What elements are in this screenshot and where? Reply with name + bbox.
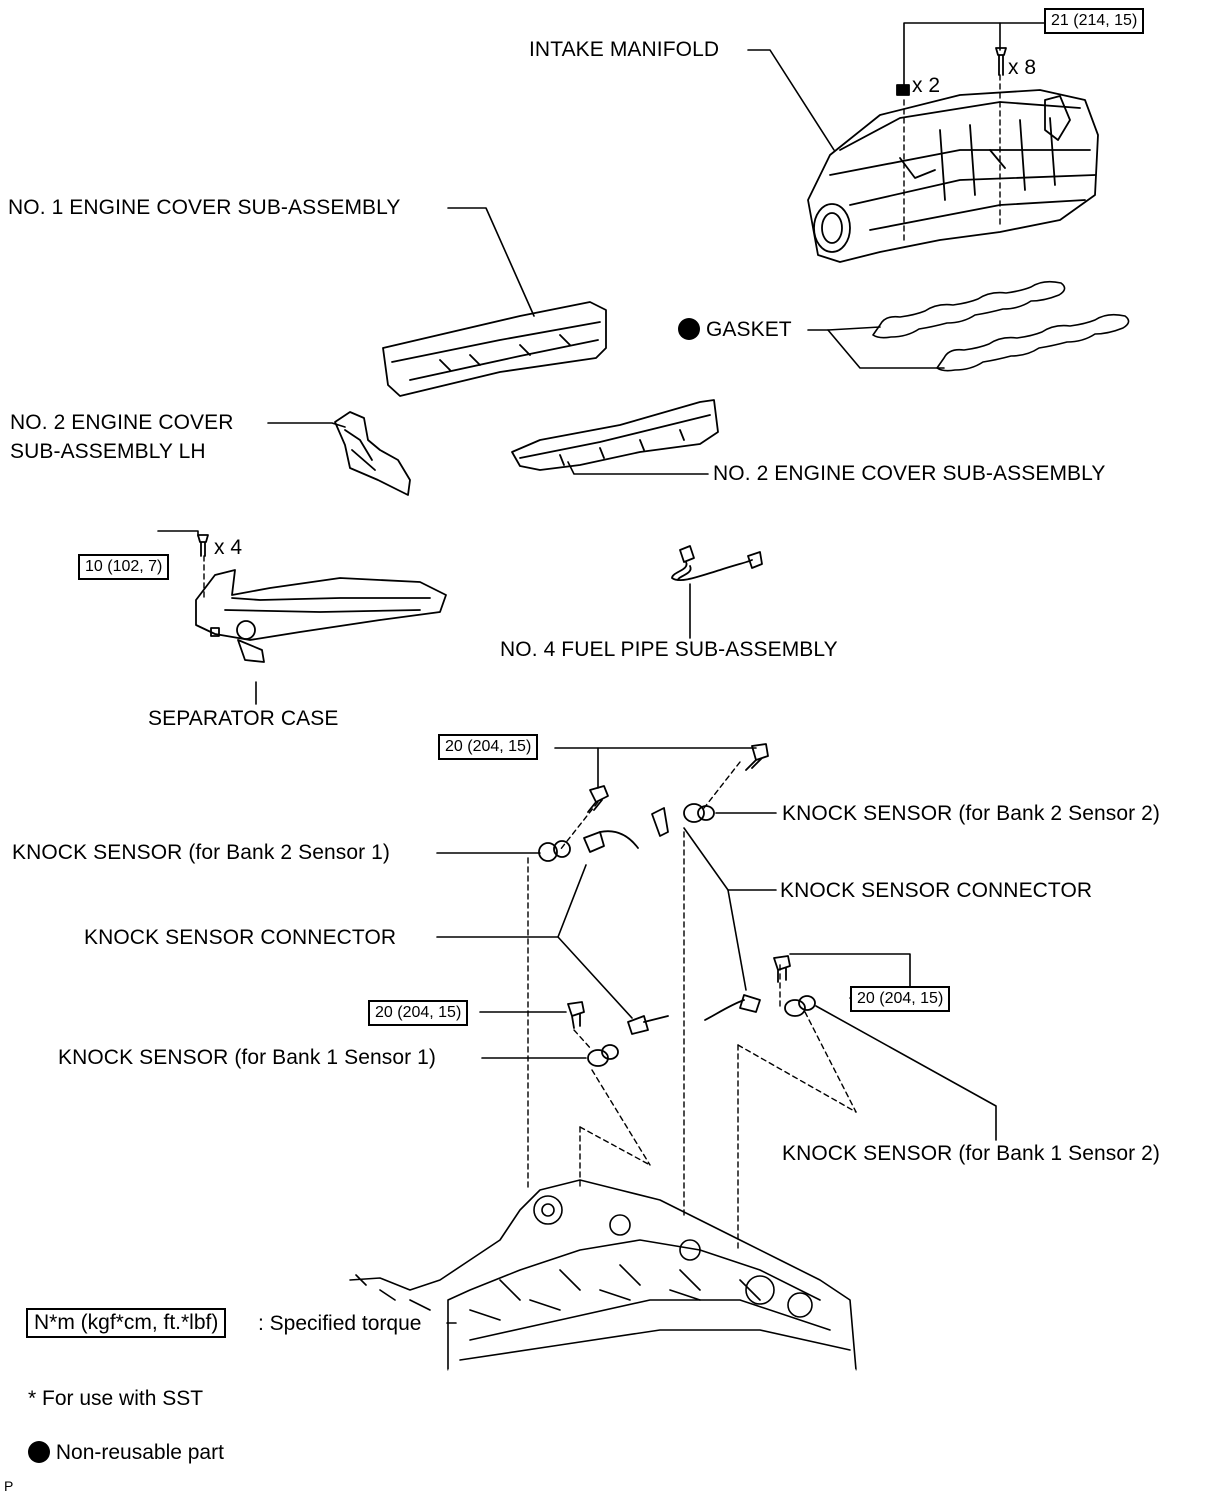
nut-quantity: x 2 — [912, 74, 941, 97]
separator-case-drawing — [195, 534, 447, 663]
label-gasket: GASKET — [678, 318, 792, 342]
bolt-quantity-manifold: x 8 — [1008, 56, 1037, 79]
no2-engine-cover-lh-drawing — [334, 411, 411, 496]
corner-mark: P — [4, 1478, 14, 1494]
no1-engine-cover-drawing — [382, 301, 607, 397]
leader-lines — [157, 22, 1045, 1324]
no4-fuel-pipe-drawing — [671, 545, 763, 582]
label-no2-engine-cover: NO. 2 ENGINE COVER SUB-ASSEMBLY — [713, 462, 1106, 485]
label-gasket-text: GASKET — [705, 318, 792, 341]
bolt-quantity-separator: x 4 — [214, 536, 243, 559]
label-knock-bank1-s2: KNOCK SENSOR (for Bank 1 Sensor 2) — [782, 1142, 1161, 1165]
torque-knock-bank1-s2: 20 (204, 15) — [850, 986, 951, 1012]
label-knock-connector-left: KNOCK SENSOR CONNECTOR — [84, 926, 397, 949]
gasket-drawing — [872, 280, 1130, 372]
label-knock-bank2-s2: KNOCK SENSOR (for Bank 2 Sensor 2) — [782, 802, 1161, 825]
non-reusable-dot-icon — [678, 318, 700, 340]
label-no2-engine-cover-lh-line1: NO. 2 ENGINE COVER — [10, 411, 234, 434]
torque-knock-bank1-s1: 20 (204, 15) — [368, 1000, 469, 1026]
label-knock-bank2-s1: KNOCK SENSOR (for Bank 2 Sensor 1) — [12, 841, 391, 864]
torque-intake-manifold: 21 (214, 15) — [1044, 8, 1145, 34]
legend-torque-unit-box: N*m (kgf*cm, ft.*lbf) — [26, 1308, 227, 1338]
label-knock-connector-right: KNOCK SENSOR CONNECTOR — [780, 879, 1093, 902]
label-no1-engine-cover: NO. 1 ENGINE COVER SUB-ASSEMBLY — [8, 196, 401, 219]
legend-non-reusable-text: Non-reusable part — [55, 1441, 224, 1464]
label-no4-fuel-pipe: NO. 4 FUEL PIPE SUB-ASSEMBLY — [500, 638, 838, 661]
engine-block-drawing — [349, 1179, 857, 1371]
label-separator-case: SEPARATOR CASE — [148, 707, 339, 730]
knock-sensor-drawings — [538, 743, 816, 1067]
legend-non-reusable: Non-reusable part — [28, 1441, 224, 1465]
no2-engine-cover-drawing — [511, 399, 719, 471]
intake-manifold-drawing — [807, 47, 1099, 263]
label-no2-engine-cover-lh-line2: SUB-ASSEMBLY LH — [10, 440, 206, 463]
legend-sst-note: * For use with SST — [28, 1387, 204, 1410]
label-knock-bank1-s1: KNOCK SENSOR (for Bank 1 Sensor 1) — [58, 1046, 437, 1069]
label-intake-manifold: INTAKE MANIFOLD — [529, 38, 720, 61]
non-reusable-legend-dot-icon — [28, 1441, 50, 1463]
legend-torque-unit-text: : Specified torque — [258, 1312, 422, 1335]
torque-knock-bank2: 20 (204, 15) — [438, 734, 539, 760]
torque-separator-case: 10 (102, 7) — [78, 554, 170, 580]
